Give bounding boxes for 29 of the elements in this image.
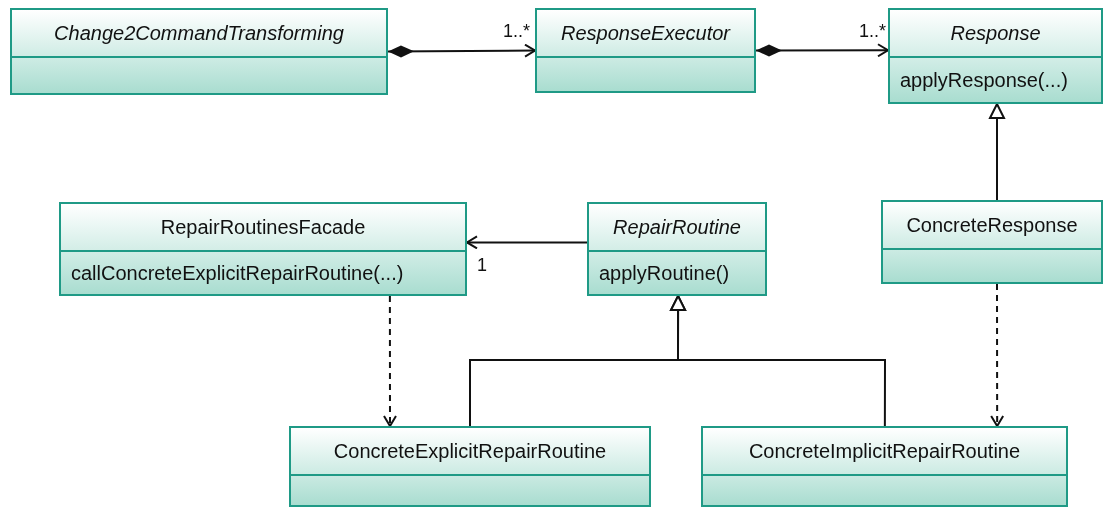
class-box — [587, 202, 767, 296]
class-box — [701, 426, 1068, 507]
multiplicity-label: 1 — [476, 256, 488, 274]
connector — [466, 235, 588, 250]
connector — [990, 283, 1005, 427]
method-text: applyRoutine() — [599, 261, 730, 285]
connector — [755, 43, 889, 58]
class-box — [881, 200, 1103, 284]
connector — [989, 103, 1005, 201]
class-name: RepairRoutinesFacade — [160, 215, 366, 239]
multiplicity-label: 1..* — [858, 22, 888, 40]
class-name: RepairRoutine — [613, 215, 741, 239]
class-box — [59, 202, 467, 296]
class-name: ResponseExecutor — [561, 21, 730, 45]
multiplicity-label: 1..* — [502, 22, 532, 40]
method-text: callConcreteExplicitRepairRoutine(...) — [71, 261, 404, 285]
class-name: Response — [950, 21, 1041, 45]
class-name: ConcreteResponse — [906, 213, 1078, 237]
class-name: ConcreteImplicitRepairRoutine — [748, 439, 1021, 463]
class-name: Change2CommandTransforming — [54, 21, 344, 45]
connector — [670, 295, 886, 427]
class-name: ConcreteExplicitRepairRoutine — [333, 439, 607, 463]
connector — [383, 295, 397, 427]
method-text: applyResponse(...) — [900, 68, 1068, 92]
class-box — [289, 426, 651, 507]
class-box — [535, 8, 756, 93]
class-box — [10, 8, 388, 95]
connector — [387, 43, 536, 58]
class-box — [888, 8, 1103, 104]
